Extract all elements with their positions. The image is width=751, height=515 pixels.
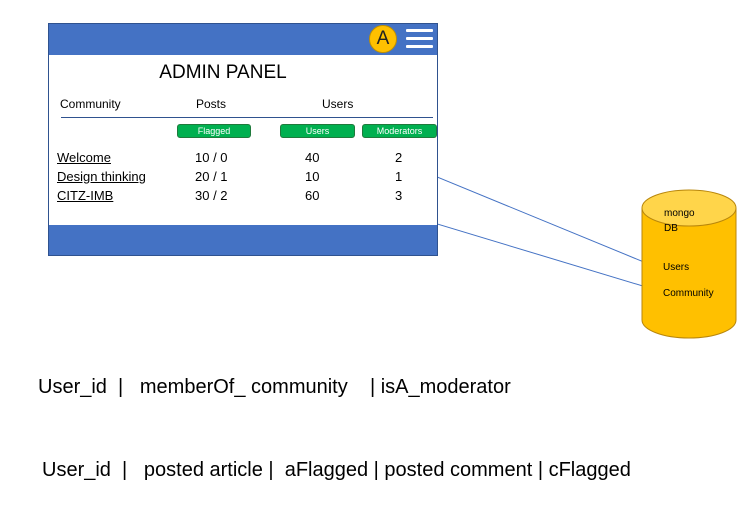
admin-panel-mockup: A ADMIN PANEL Community Posts Users Flag…: [48, 23, 438, 256]
community-link-citz-imb[interactable]: CITZ-IMB: [57, 188, 114, 203]
flagged-button[interactable]: Flagged: [177, 124, 251, 138]
schema-line-membership: User_id | memberOf_ community | isA_mode…: [38, 376, 511, 398]
header-users: Users: [322, 97, 354, 111]
users-value: 60: [305, 188, 320, 203]
database-cylinder: [641, 189, 737, 339]
db-name-line1: mongo: [664, 208, 695, 219]
moderators-value: 3: [395, 188, 403, 203]
db-collection-community: Community: [663, 288, 714, 299]
users-button[interactable]: Users: [280, 124, 355, 138]
posts-value: 20 / 1: [195, 169, 228, 184]
schema-line-posts: User_id | posted article | aFlagged | po…: [42, 459, 631, 481]
bottom-bar: [49, 225, 437, 255]
posts-value: 10 / 0: [195, 150, 228, 165]
header-divider: [61, 117, 433, 118]
moderators-button[interactable]: Moderators: [362, 124, 437, 138]
community-link-design-thinking[interactable]: Design thinking: [57, 169, 146, 184]
moderators-value: 1: [395, 169, 403, 184]
community-link-welcome[interactable]: Welcome: [57, 150, 111, 165]
users-value: 40: [305, 150, 320, 165]
header-community: Community: [60, 97, 121, 111]
hamburger-menu-icon[interactable]: [406, 28, 433, 50]
db-collection-users: Users: [663, 262, 690, 273]
header-posts: Posts: [196, 97, 227, 111]
panel-title: ADMIN PANEL: [159, 62, 287, 83]
moderators-value: 2: [395, 150, 403, 165]
avatar[interactable]: A: [369, 25, 397, 53]
db-name-line2: DB: [664, 223, 678, 234]
posts-value: 30 / 2: [195, 188, 228, 203]
users-value: 10: [305, 169, 320, 184]
